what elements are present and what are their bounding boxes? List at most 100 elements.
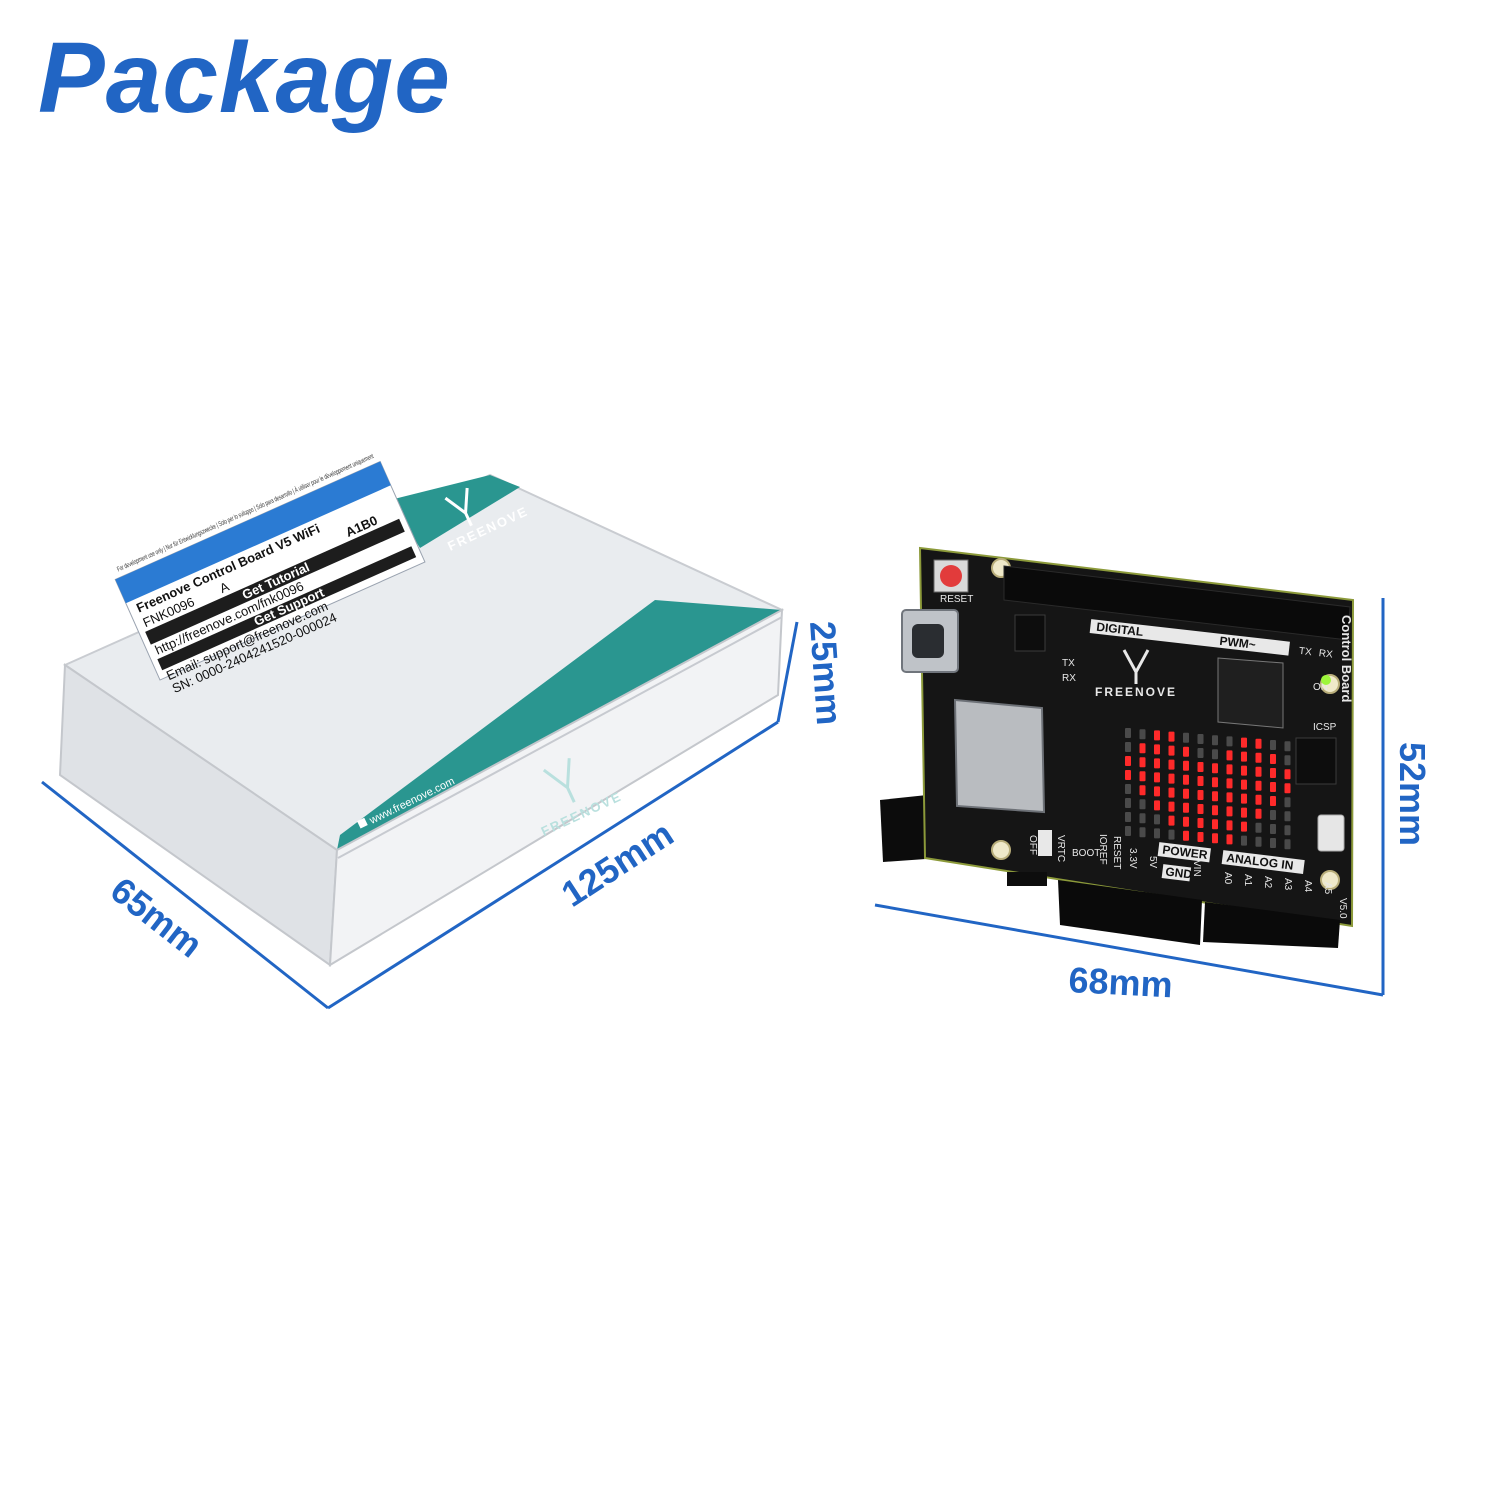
led-pixel — [1139, 757, 1146, 768]
box-dimension-lines — [41, 621, 799, 1010]
led-pixel — [1125, 742, 1131, 752]
box-teal-corner — [390, 475, 520, 548]
board-version: V5.0 — [1337, 898, 1348, 919]
silk-gnd-power: GND — [1165, 864, 1194, 881]
mcu-chip — [1217, 657, 1284, 729]
led-pixel — [1241, 821, 1247, 832]
led-pixel — [1241, 807, 1247, 818]
led-pixel — [1255, 752, 1262, 763]
led-pixel — [1212, 791, 1218, 802]
freenove-logo-icon — [542, 758, 576, 803]
led-pixel — [1154, 744, 1160, 755]
gnd-tag — [1038, 830, 1052, 856]
led-pixel — [1212, 777, 1218, 788]
led-pixel — [1255, 808, 1262, 819]
led-pixel — [1168, 731, 1175, 742]
led-pixel — [1226, 764, 1233, 775]
silk-reset-pin: RESET — [1111, 836, 1122, 869]
silk-ioref: IOREF — [1097, 834, 1108, 865]
led-pixel — [1241, 793, 1247, 804]
led-pixel — [1226, 834, 1233, 845]
led-pixel — [1212, 735, 1218, 746]
silk-pwm: PWM~ — [1219, 634, 1257, 652]
analog-header — [1203, 902, 1340, 948]
led-pixel — [1270, 810, 1276, 820]
led-pixel — [1168, 801, 1175, 812]
led-pixel — [1154, 800, 1160, 811]
pin-header-small — [1014, 614, 1046, 652]
led-pixel — [1125, 728, 1131, 738]
board-width-line — [874, 903, 1384, 997]
silk-vrtc: VRTC — [1055, 835, 1066, 862]
led-pixel — [1168, 773, 1175, 784]
led-pixel — [1154, 814, 1160, 825]
mounting-hole — [1320, 870, 1340, 890]
digital-bar: DIGITAL PWM~ TX RX — [1089, 619, 1334, 661]
page-title: Package — [38, 22, 451, 134]
led-pixel — [1226, 792, 1233, 803]
led-pixel — [1241, 835, 1247, 846]
power-bar: POWER — [1157, 842, 1211, 863]
bottom-pins — [1007, 872, 1047, 886]
led-pixel — [1226, 820, 1233, 831]
led-pixel — [1183, 746, 1189, 757]
led-pixel — [1154, 730, 1160, 741]
led-pixel — [1139, 799, 1146, 810]
freenove-logo-icon — [1122, 649, 1150, 684]
silk-reset: RESET — [940, 594, 973, 605]
silk-a3: A3 — [1282, 878, 1293, 891]
box-label: For development use only | Nur für Entwi… — [114, 451, 426, 696]
led-pixel — [1183, 774, 1189, 785]
led-pixel — [1284, 797, 1291, 808]
silk-boot: BOOT — [1072, 848, 1100, 859]
led-pixel — [1168, 787, 1175, 798]
led-pixel — [1284, 769, 1291, 780]
usb-c-opening — [912, 624, 944, 658]
led-pixel — [1139, 729, 1146, 740]
led-pixel — [1125, 784, 1131, 794]
led-pixel — [1197, 734, 1204, 744]
led-pixel — [1241, 779, 1247, 790]
box-width-line — [41, 780, 329, 1010]
led-pixel — [1255, 794, 1262, 805]
led-pixel — [1168, 745, 1175, 756]
box-length-line — [327, 720, 779, 1010]
silk-vin: VIN — [1191, 860, 1202, 877]
gnd-bar: GND — [1161, 864, 1194, 882]
silk-icsp: ICSP — [1313, 722, 1337, 733]
led-pixel — [1125, 756, 1131, 766]
led-pixel — [1241, 751, 1247, 762]
led-pixel — [1270, 838, 1276, 848]
dim-board-height: 52mm — [1392, 742, 1433, 846]
led-pixel — [1270, 824, 1276, 834]
mounting-hole — [991, 840, 1011, 860]
led-pixel — [1154, 758, 1160, 769]
digital-header — [1003, 565, 1351, 641]
board-model: Control Board — [1339, 615, 1354, 702]
led-pixel — [1139, 743, 1146, 754]
white-connector — [1317, 814, 1345, 852]
silk-power: POWER — [1162, 843, 1209, 862]
led-pixel — [1284, 811, 1291, 822]
led-pixel — [1226, 750, 1233, 761]
silk-digital: DIGITAL — [1096, 620, 1144, 639]
led-pixel — [1270, 782, 1276, 792]
led-pixel — [1139, 813, 1146, 824]
led-pixel — [1270, 740, 1276, 750]
led-pixel — [1183, 788, 1189, 799]
led-pixel — [1183, 732, 1189, 743]
led-pixel — [1255, 766, 1262, 777]
freenove-logo-icon — [444, 487, 473, 527]
silk-tx-side: TX — [1062, 658, 1075, 669]
led-pixel — [1168, 815, 1175, 826]
led-pixel — [1183, 816, 1189, 827]
led-pixel — [1212, 763, 1218, 774]
led-pixel — [1284, 755, 1291, 766]
box-teal-band — [337, 600, 782, 850]
board-brand: FREENOVE — [1095, 685, 1177, 699]
silk-a1: A1 — [1242, 874, 1253, 887]
silk-a4: A4 — [1302, 880, 1313, 893]
led-pixel — [1212, 805, 1218, 816]
led-pixel — [1197, 818, 1204, 828]
